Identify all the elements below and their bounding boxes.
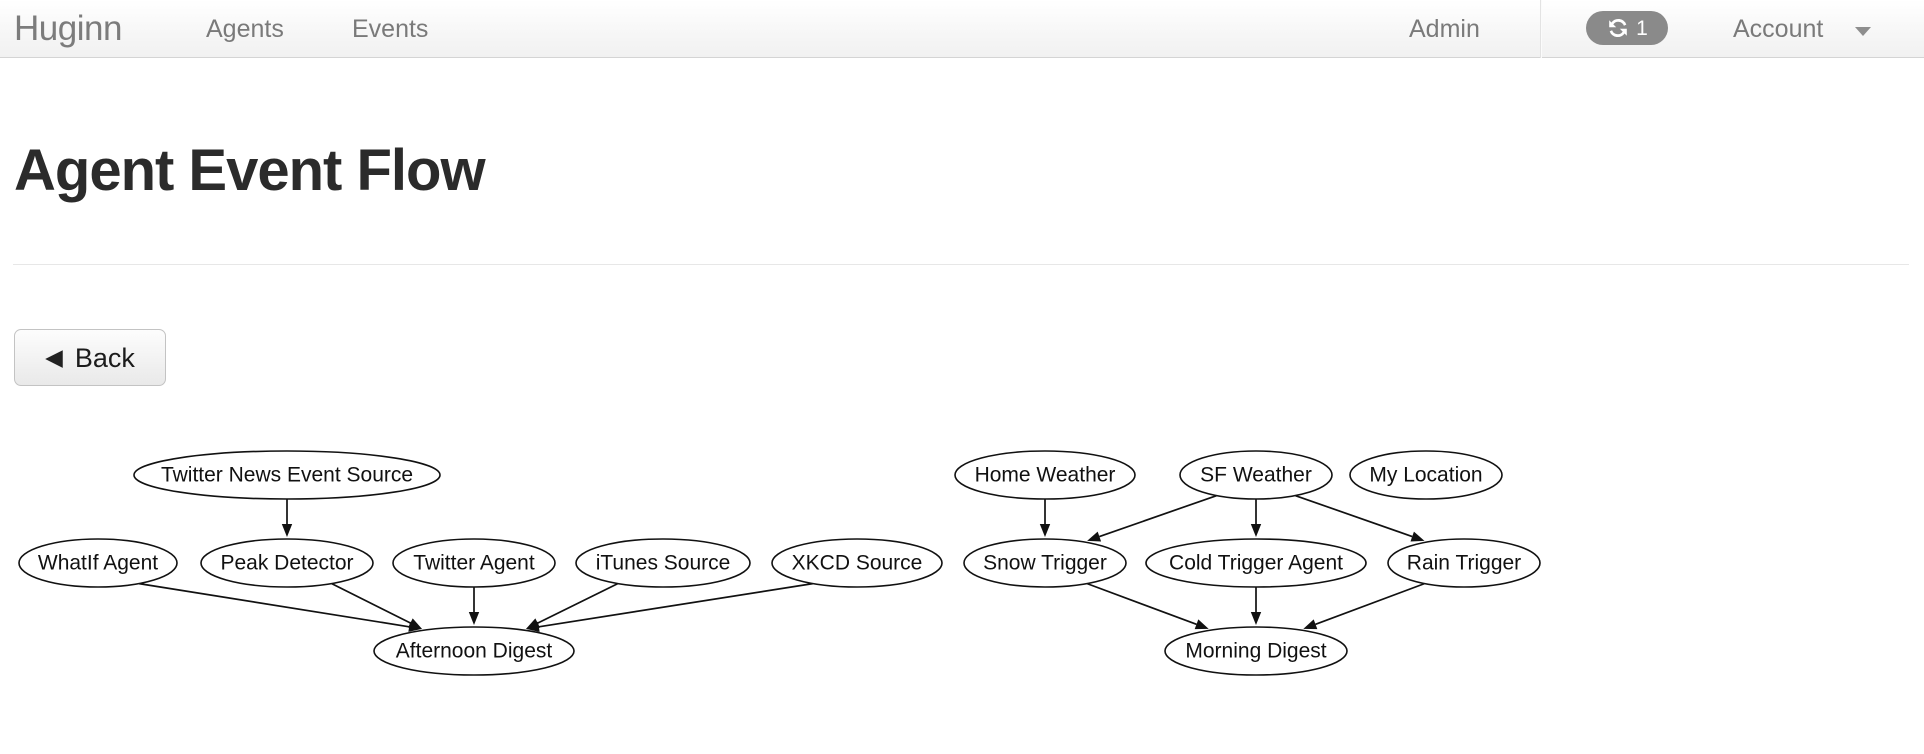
graph-node-itunes_source[interactable]: iTunes Source [575,538,751,588]
graph-edge-arrowhead [1039,524,1051,537]
graph-node-peak_detector[interactable]: Peak Detector [200,538,374,588]
graph-node-ellipse [771,538,943,588]
title-divider [13,264,1909,265]
graph-node-label: Morning Digest [1185,640,1326,663]
graph-node-ellipse [200,538,374,588]
graph-node-label: Afternoon Digest [396,640,553,663]
graph-edge [1295,494,1413,538]
graph-node-ellipse [1179,450,1333,500]
graph-node-ellipse [575,538,751,588]
nav-link-events[interactable]: Events [352,15,429,43]
nav-link-admin[interactable]: Admin [1409,15,1480,43]
graph-node-rain_trigger[interactable]: Rain Trigger [1387,538,1541,588]
graph-node-label: XKCD Source [792,552,923,575]
graph-edge [1099,494,1217,538]
graph-node-ellipse [963,538,1127,588]
navbar-divider-highlight [1541,0,1542,58]
graph-node-label: Cold Trigger Agent [1169,552,1343,575]
refresh-sync-icon [1606,16,1630,40]
graph-edge [138,582,410,628]
graph-node-ellipse [1349,450,1503,500]
chevron-down-icon[interactable] [1855,27,1871,36]
graph-node-label: Snow Trigger [983,552,1107,575]
graph-node-label: Twitter News Event Source [161,464,413,487]
graph-edge-arrowhead [1250,524,1262,537]
graph-node-whatif_agent[interactable]: WhatIf Agent [18,538,178,588]
back-button-label: Back [74,342,135,373]
chevron-left-icon: ◀ [45,344,63,370]
badge-count: 1 [1636,16,1648,40]
navbar-divider [1540,0,1541,58]
graph-node-ellipse [1164,626,1348,676]
graph-node-ellipse [392,538,556,588]
graph-edge-arrowhead [1410,531,1425,542]
graph-edge [1086,582,1197,626]
graph-node-ellipse [1387,538,1541,588]
graph-node-label: iTunes Source [596,552,731,575]
graph-node-ellipse [373,626,575,676]
graph-edge [331,582,411,624]
graph-node-twitter_agent[interactable]: Twitter Agent [392,538,556,588]
graph-edge-arrowhead [1250,612,1262,625]
graph-node-ellipse [954,450,1136,500]
graph-edge [537,582,619,624]
graph-node-label: SF Weather [1200,464,1312,487]
graph-edge-arrowhead [281,524,293,537]
graph-node-label: Peak Detector [220,552,353,575]
graph-edges-layer [138,494,1425,632]
graph-edge-arrowhead [1087,531,1102,542]
graph-node-home_weather[interactable]: Home Weather [954,450,1136,500]
graph-edge-arrowhead [526,621,540,632]
nav-link-agents[interactable]: Agents [206,15,284,43]
graph-node-afternoon_digest[interactable]: Afternoon Digest [373,626,575,676]
brand-huginn[interactable]: Huginn [14,9,122,48]
graph-node-label: Home Weather [975,464,1116,487]
graph-node-twitter_news_event_source[interactable]: Twitter News Event Source [133,450,441,500]
worker-status-badge[interactable]: 1 [1586,11,1668,45]
graph-node-label: My Location [1369,464,1482,487]
graph-node-cold_trigger_agent[interactable]: Cold Trigger Agent [1145,538,1367,588]
graph-edge [1315,582,1425,626]
graph-node-label: WhatIf Agent [38,552,158,575]
graph-edge [538,582,813,628]
graph-node-my_location[interactable]: My Location [1349,450,1503,500]
graph-edge-arrowhead [1194,619,1209,630]
graph-node-ellipse [18,538,178,588]
back-button[interactable]: ◀ Back [14,329,166,386]
account-menu[interactable]: Account [1733,15,1824,43]
top-navbar: Huginn Agents Events Admin 1 Account [0,0,1924,58]
graph-node-ellipse [133,450,441,500]
graph-edge-arrowhead [468,612,480,625]
graph-edge-arrowhead [1303,619,1318,630]
graph-node-snow_trigger[interactable]: Snow Trigger [963,538,1127,588]
graph-node-sf_weather[interactable]: SF Weather [1179,450,1333,500]
graph-node-morning_digest[interactable]: Morning Digest [1164,626,1348,676]
graph-node-xkcd_source[interactable]: XKCD Source [771,538,943,588]
graph-node-ellipse [1145,538,1367,588]
graph-node-label: Twitter Agent [413,552,535,575]
graph-node-label: Rain Trigger [1407,552,1521,575]
graph-edge-arrowhead [408,618,422,629]
page-title: Agent Event Flow [14,138,486,203]
